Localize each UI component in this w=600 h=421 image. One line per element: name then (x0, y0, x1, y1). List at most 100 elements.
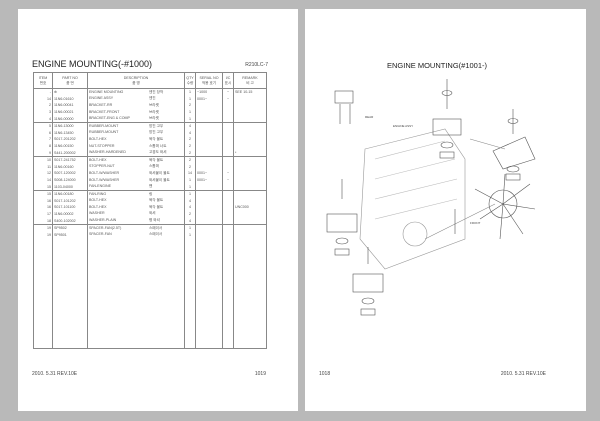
cell-part: S017-101202 (52, 197, 88, 205)
description-en: BRACKET-RR (89, 102, 113, 107)
cell-serial (195, 189, 223, 198)
cell-serial (195, 197, 223, 205)
bracket-top-left (334, 90, 354, 124)
cell-remark (233, 176, 267, 184)
cell-qty: 2 (184, 149, 196, 157)
cell-part: 11N6-00000 (52, 115, 88, 123)
cell-desc: ENGINE MOUNTING 엔진 장착 (87, 88, 185, 96)
description-en: ENGINE MOUNTING (89, 89, 124, 94)
cell-serial (195, 136, 223, 143)
cell-qty: 1 (184, 189, 196, 198)
description-kr: 고경도 와셔 (149, 150, 167, 155)
cell-qty: 1 (184, 108, 196, 116)
cell-serial (195, 231, 223, 239)
diagram-title: ENGINE MOUNTING(#1001-) (387, 61, 488, 70)
description-kr: 방진 고무 (149, 130, 164, 135)
description-en: RUBBER-MOUNT (89, 130, 119, 135)
label-rear: REAR (365, 115, 374, 119)
description-kr: 브라켓 (149, 102, 159, 107)
cell-qty: 2 (184, 142, 196, 150)
description-en: ENGINE ASSY (89, 96, 114, 101)
footer-date: 2010. 5.31 REV.10E (32, 371, 78, 377)
cell-ic: ~ (222, 176, 234, 184)
cell-item: 2 (33, 102, 53, 109)
cell-part: S007-120002 (52, 170, 88, 177)
cell-remark (233, 95, 267, 103)
cell-part: S017-201202 (52, 136, 88, 143)
cell-remark (233, 217, 267, 225)
cell-serial (195, 115, 223, 123)
description-kr: 방진 고무 (149, 123, 164, 128)
cell-qty: 1 (184, 115, 196, 123)
cell-part: 11N6-00002 (52, 210, 88, 218)
cell-ic (222, 121, 234, 130)
cell-remark (233, 238, 267, 350)
cell-serial: 0001~ (195, 170, 223, 177)
page-number: 1019 (254, 371, 266, 377)
label-engine-assy: ENGINE ASSY (393, 124, 414, 128)
cell-part: 11N6-00160 (52, 163, 88, 171)
cell-qty: 2 (184, 136, 196, 143)
footer-date: 2010. 5.31 REV.10E (500, 371, 546, 377)
cell-part: 11N6-00150 (52, 142, 88, 150)
cell-desc: BRACKET-RR 브라켓 (87, 102, 185, 109)
cell-part: ⊕ (52, 88, 88, 96)
cell-ic (222, 115, 234, 123)
cell-part: SP9501 (52, 231, 88, 239)
cell-item: 6 (33, 129, 53, 137)
description-en: WASHER-PLAIN (89, 218, 117, 223)
description-kr: 육각 볼트 (149, 157, 164, 162)
cell-serial (195, 102, 223, 109)
description-kr: 스페이서 (149, 232, 163, 237)
cell-ic (222, 163, 234, 171)
cell-part: 11N6-01610 (52, 95, 88, 103)
cell-remark: * (233, 149, 267, 157)
cell-ic: ~ (222, 95, 234, 103)
description-kr: 엔진 장착 (149, 89, 164, 94)
model-number: R210LC-7 (245, 62, 268, 68)
cell-remark (233, 189, 267, 198)
cell-qty: 4 (184, 121, 196, 130)
description-en: BOLT-W/WASHER (89, 177, 120, 182)
cell-ic (222, 129, 234, 137)
cell-item: 19 (33, 231, 53, 239)
cell-serial (195, 155, 223, 164)
cell-item: 12 (33, 170, 53, 177)
description-kr: 스톱퍼 (149, 164, 159, 169)
cell-serial (195, 108, 223, 116)
cell-serial (195, 217, 223, 225)
cell-item: 10 (33, 155, 53, 164)
cell-item: 14 (33, 95, 53, 103)
cell-remark (233, 136, 267, 143)
cell-item: 7 (33, 136, 53, 143)
description-en: BOLT-HEX (89, 157, 107, 162)
description-en: BRACKET-FRONT (89, 109, 120, 114)
cell-serial (195, 142, 223, 150)
cell-ic (222, 189, 234, 198)
description-en: BOLT-HEX (89, 204, 107, 209)
